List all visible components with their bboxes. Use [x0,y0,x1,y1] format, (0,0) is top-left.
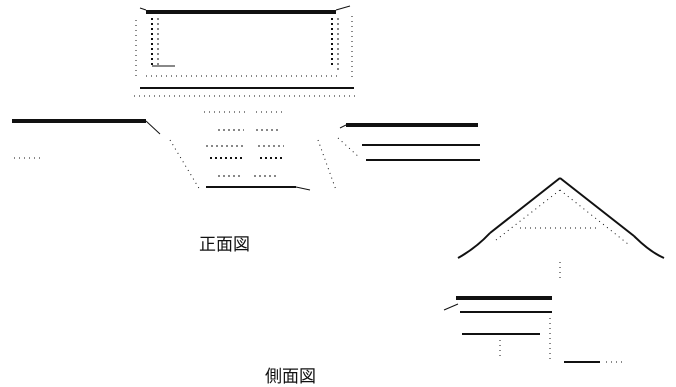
front-view-caption: 正面図 [199,235,250,255]
front-upper-frame [134,5,358,97]
side-elevation [443,177,665,363]
front-right-eave [337,123,480,161]
side-view-caption: 側面図 [265,367,316,387]
front-body [169,111,337,191]
side-gable-roof [457,177,665,259]
side-wall [443,262,626,363]
front-left-eave [12,119,161,159]
front-elevation [12,5,480,191]
